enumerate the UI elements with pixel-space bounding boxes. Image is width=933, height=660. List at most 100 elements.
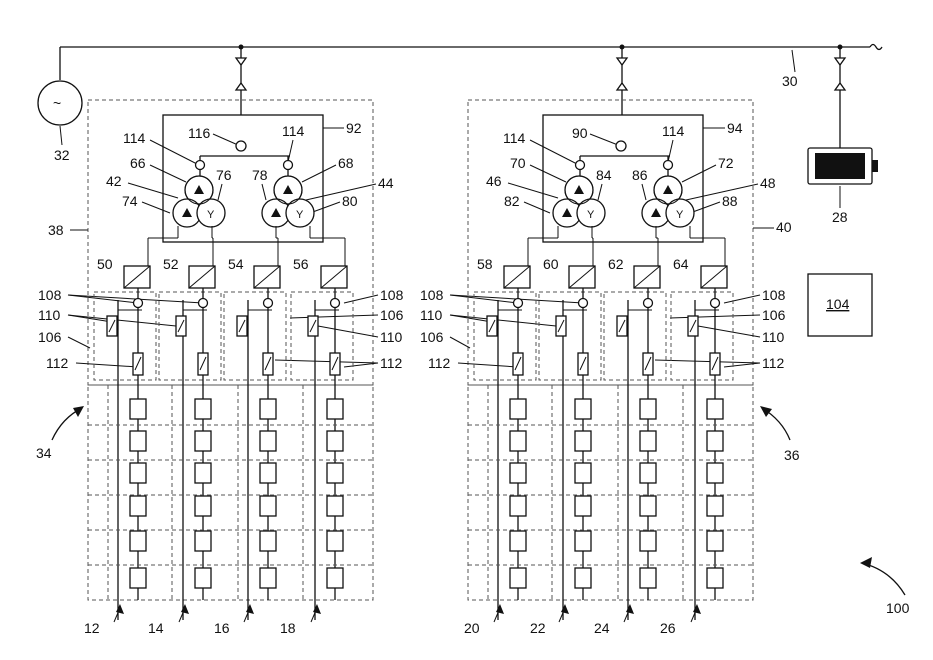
ref-tx-box-left: 92: [346, 120, 362, 136]
ref-switch-a-r1: 110: [420, 307, 443, 323]
string-arrowhead: [693, 604, 701, 614]
pv-module-icon: [327, 399, 343, 419]
pv-module-icon: [707, 463, 723, 483]
ref-tx-right-a-l: 82: [504, 193, 520, 209]
ref-tx-right-b-top: 72: [718, 155, 734, 171]
ref-inverter-64: 64: [673, 256, 689, 272]
pv-module-icon: [640, 531, 656, 551]
ref-tx-right-a: 46: [486, 173, 502, 189]
pv-module-icon: [327, 496, 343, 516]
pv-module-icon: [640, 431, 656, 451]
pv-module-icon: [260, 531, 276, 551]
ref-sensor-r2: 108: [762, 287, 786, 303]
breaker-icon: [576, 161, 585, 170]
combiner-cabinet: [224, 292, 286, 380]
ref-breaker-left-a: 114: [123, 130, 146, 146]
string-arrowhead: [246, 604, 254, 614]
wye-glyph: Y: [207, 209, 215, 221]
sensor-icon: [579, 299, 588, 308]
pv-module-icon: [707, 399, 723, 419]
pv-module-icon: [195, 431, 211, 451]
ref-inverter-62: 62: [608, 256, 624, 272]
ref-tx-right-b-r: 88: [722, 193, 738, 209]
ref-tx-right-a-r: 84: [596, 167, 612, 183]
pv-module-icon: [575, 496, 591, 516]
ref-tx-left-b-l: 78: [252, 167, 268, 183]
pv-module-icon: [130, 431, 146, 451]
pv-module-icon: [707, 496, 723, 516]
pv-module-icon: [195, 568, 211, 588]
sensor-icon: [264, 299, 273, 308]
pv-module-icon: [327, 431, 343, 451]
wye-glyph: Y: [296, 209, 304, 221]
ref-cell-l2: 106: [380, 307, 404, 323]
ref-inverter-56: 56: [293, 256, 309, 272]
ref-sensor-l1: 108: [38, 287, 62, 303]
ref-generator: 32: [54, 147, 70, 163]
ref-inverter-58: 58: [477, 256, 493, 272]
ref-inverter-52: 52: [163, 256, 179, 272]
combiner-cabinet: [539, 292, 601, 380]
ref-switch-b-r1: 112: [428, 355, 451, 371]
ref-switch-b-l2: 112: [380, 355, 403, 371]
ref-tx-right-a-top: 70: [510, 155, 526, 171]
breaker-icon: [196, 161, 205, 170]
wye-glyph: Y: [676, 209, 684, 221]
pv-module-icon: [575, 463, 591, 483]
pv-module-icon: [575, 399, 591, 419]
site-left-arrow: [52, 406, 84, 440]
pv-module-icon: [130, 531, 146, 551]
ref-string-22: 22: [530, 620, 546, 636]
pv-module-icon: [327, 568, 343, 588]
pv-module-icon: [510, 463, 526, 483]
ref-string-12: 12: [84, 620, 100, 636]
ref-cell-l1: 106: [38, 329, 62, 345]
pv-module-icon: [640, 463, 656, 483]
ref-string-26: 26: [660, 620, 676, 636]
ref-cell-r1: 106: [420, 329, 444, 345]
pv-module-icon: [640, 568, 656, 588]
ref-grid: 30: [782, 73, 798, 89]
pv-module-icon: [510, 399, 526, 419]
pv-module-icon: [195, 399, 211, 419]
pv-module-icon: [575, 568, 591, 588]
ref-system: 100: [886, 600, 910, 616]
pv-module-icon: [260, 463, 276, 483]
ref-string-18: 18: [280, 620, 296, 636]
pv-module-icon: [327, 463, 343, 483]
ref-tx-left-b-top: 68: [338, 155, 354, 171]
ref-tx-left-b-r: 80: [342, 193, 358, 209]
ref-site-left: 34: [36, 445, 52, 461]
ref-frame-right: 40: [776, 219, 792, 235]
system-arrow: [860, 557, 905, 595]
string-arrowhead: [496, 604, 504, 614]
ref-inverter-54: 54: [228, 256, 244, 272]
combiner-cabinet: [604, 292, 666, 380]
breaker-icon: [664, 161, 673, 170]
ref-tx-left-a: 42: [106, 173, 122, 189]
ref-breaker-right-a: 114: [503, 130, 526, 146]
ref-tx-right-b: 48: [760, 175, 776, 191]
ref-inverter-50: 50: [97, 256, 113, 272]
battery-icon: [808, 148, 878, 184]
ref-breaker-right-b: 114: [662, 123, 685, 139]
string-arrowhead: [313, 604, 321, 614]
ref-breaker-left-b: 114: [282, 123, 305, 139]
pv-module-icon: [130, 496, 146, 516]
ref-string-16: 16: [214, 620, 230, 636]
ref-sensor-r1: 108: [420, 287, 444, 303]
ref-switch-b-r2: 112: [762, 355, 785, 371]
string-arrowhead: [116, 604, 124, 614]
sensor-icon: [644, 299, 653, 308]
wye-glyph: Y: [587, 209, 595, 221]
pv-module-icon: [707, 431, 723, 451]
ref-tx-left-a-l: 74: [122, 193, 138, 209]
ref-cell-r2: 106: [762, 307, 786, 323]
ref-switch-b-l1: 112: [46, 355, 69, 371]
ref-tx-left-b: 44: [378, 175, 394, 191]
pv-module-icon: [327, 531, 343, 551]
sensor-icon: [199, 299, 208, 308]
pv-module-icon: [195, 531, 211, 551]
disconnect-switch-icon: [236, 141, 246, 151]
generator-glyph: ~: [53, 95, 61, 111]
